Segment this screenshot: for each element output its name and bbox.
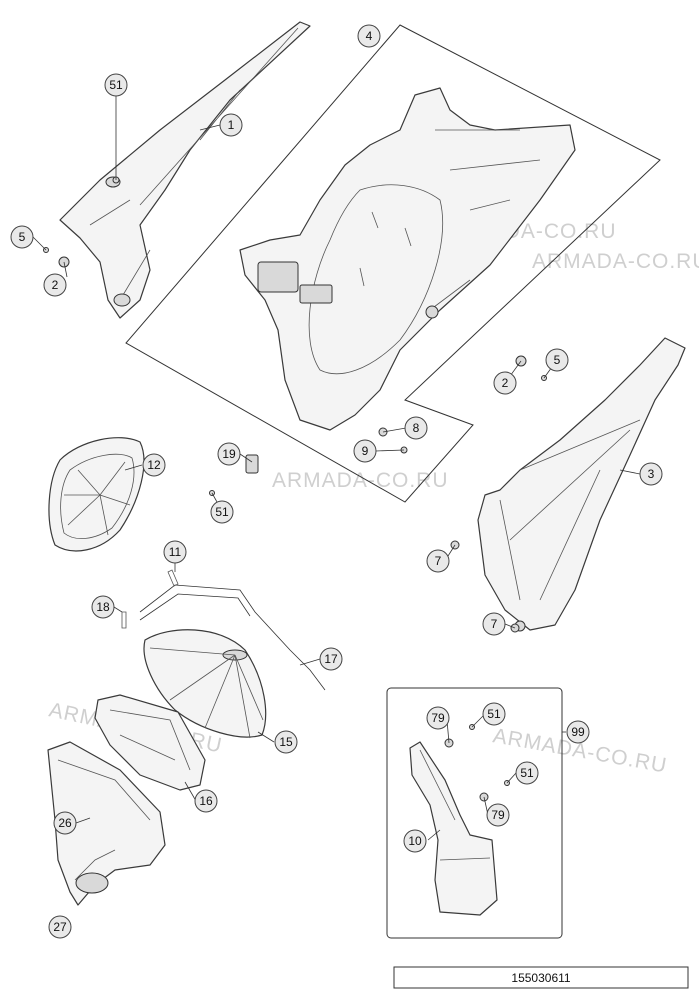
part-4-airbox xyxy=(239,87,576,431)
callout-1: 1 xyxy=(219,113,243,137)
callout-11: 11 xyxy=(163,540,187,564)
svg-text:51: 51 xyxy=(109,78,123,92)
part-11-clip xyxy=(167,569,179,587)
callout-2: 2 xyxy=(493,371,517,395)
callout-16: 16 xyxy=(194,789,218,813)
watermark: ARMADA-CO.RU xyxy=(272,469,449,492)
svg-text:79: 79 xyxy=(431,711,445,725)
svg-text:18: 18 xyxy=(96,600,110,614)
svg-text:10: 10 xyxy=(408,834,422,848)
callout-7: 7 xyxy=(482,612,506,636)
svg-text:51: 51 xyxy=(520,766,534,780)
callout-12: 12 xyxy=(142,453,166,477)
callout-18: 18 xyxy=(91,595,115,619)
svg-text:51: 51 xyxy=(487,707,501,721)
callout-3: 3 xyxy=(639,462,663,486)
svg-text:17: 17 xyxy=(324,652,338,666)
callout-79: 79 xyxy=(486,803,510,827)
svg-text:12: 12 xyxy=(147,458,161,472)
svg-text:1: 1 xyxy=(228,118,235,132)
callout-99: 99 xyxy=(566,720,590,744)
svg-text:27: 27 xyxy=(53,920,67,934)
reference-number: 155030611 xyxy=(511,971,571,985)
callout-79: 79 xyxy=(426,706,450,730)
assembly-4-frame xyxy=(125,24,661,503)
svg-text:2: 2 xyxy=(502,376,509,390)
part-16-filter-frame xyxy=(94,694,206,791)
part-10-snorkel xyxy=(409,741,498,916)
svg-text:2: 2 xyxy=(52,278,59,292)
callout-9: 9 xyxy=(353,439,377,463)
callout-51: 51 xyxy=(515,761,539,785)
callout-10: 10 xyxy=(403,829,427,853)
callout-27: 27 xyxy=(48,915,72,939)
svg-text:99: 99 xyxy=(571,725,585,739)
svg-text:51: 51 xyxy=(215,505,229,519)
part-26-intake-boot xyxy=(47,741,166,906)
callout-51: 51 xyxy=(482,702,506,726)
svg-text:26: 26 xyxy=(58,816,72,830)
svg-text:16: 16 xyxy=(199,794,213,808)
part-17-frame-wire xyxy=(139,584,326,691)
callout-2: 2 xyxy=(43,273,67,297)
svg-text:3: 3 xyxy=(648,467,655,481)
svg-text:5: 5 xyxy=(19,230,26,244)
kit-99-frame xyxy=(386,687,563,939)
svg-text:15: 15 xyxy=(279,735,293,749)
svg-text:7: 7 xyxy=(435,554,442,568)
callout-8: 8 xyxy=(404,416,428,440)
callout-19: 19 xyxy=(217,442,241,466)
callout-15: 15 xyxy=(274,730,298,754)
callout-5: 5 xyxy=(10,225,34,249)
callout-26: 26 xyxy=(53,811,77,835)
svg-text:4: 4 xyxy=(366,29,373,43)
reference-number-box: 155030611 xyxy=(393,966,689,989)
part-3-side-cover xyxy=(477,337,686,632)
svg-text:7: 7 xyxy=(491,617,498,631)
callout-4: 4 xyxy=(357,24,381,48)
part-18-pin xyxy=(121,611,127,629)
svg-text:19: 19 xyxy=(222,447,236,461)
svg-text:8: 8 xyxy=(413,421,420,435)
callout-5: 5 xyxy=(545,348,569,372)
svg-text:11: 11 xyxy=(169,545,182,559)
svg-text:9: 9 xyxy=(362,444,369,458)
callout-51: 51 xyxy=(104,73,128,97)
part-12-filter-cage xyxy=(48,437,145,552)
watermark: ARMADA-CO.RU xyxy=(532,250,699,273)
callout-7: 7 xyxy=(426,549,450,573)
svg-text:79: 79 xyxy=(491,808,505,822)
callout-51: 51 xyxy=(210,500,234,524)
svg-text:5: 5 xyxy=(554,353,561,367)
callout-17: 17 xyxy=(319,647,343,671)
